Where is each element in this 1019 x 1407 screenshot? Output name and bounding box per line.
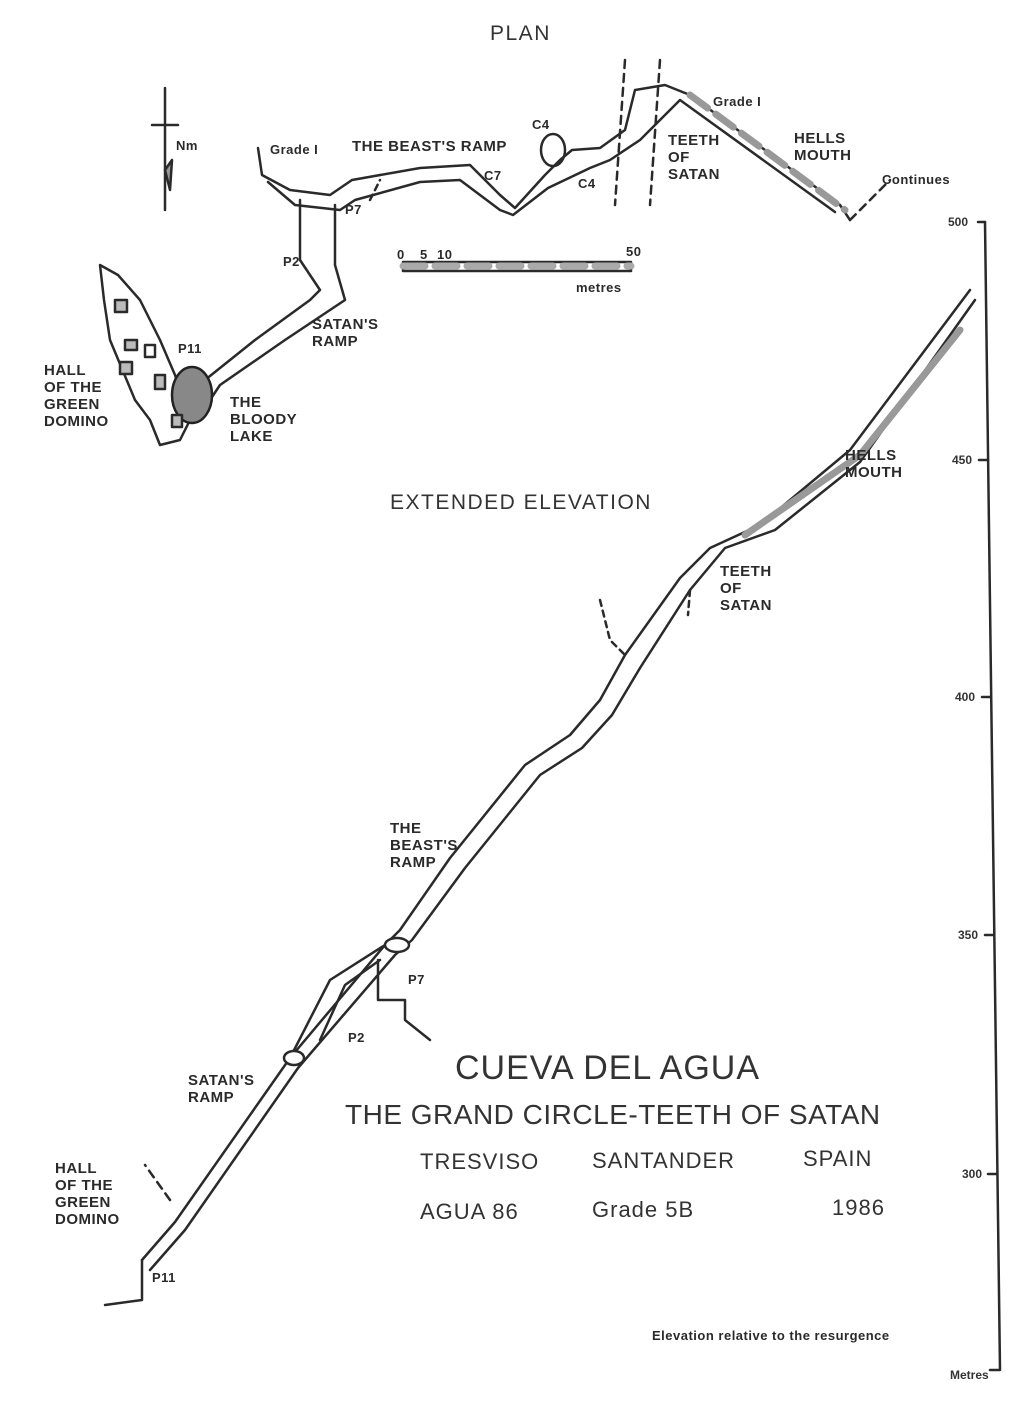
c4-shaft-icon	[539, 132, 567, 168]
label-p2-elev: P2	[348, 1030, 365, 1045]
grade: Grade 5B	[592, 1197, 695, 1222]
elevation-note: Elevation relative to the resurgence	[652, 1328, 890, 1343]
label-p7-elev: P7	[408, 972, 425, 987]
label-beasts-ramp-elev: THE BEAST'S RAMP	[390, 820, 458, 871]
label-hall-plan: HALL OF THE GREEN DOMINO	[44, 362, 109, 430]
label-p11-elev: P11	[152, 1270, 176, 1285]
label-teeth-plan: TEETH OF SATAN	[668, 132, 720, 183]
label-hells-mouth-plan: HELLS MOUTH	[794, 130, 852, 164]
plan-passages	[98, 58, 892, 447]
label-beasts-ramp-plan: THE BEAST'S RAMP	[352, 138, 507, 155]
scale-tick-50: 50	[626, 244, 642, 259]
label-c4-bottom: C4	[578, 176, 596, 191]
label-satans-ramp-plan: SATAN'S RAMP	[312, 316, 379, 350]
axis-tick-400: 400	[955, 690, 976, 704]
elevation-title: EXTENDED ELEVATION	[390, 491, 652, 514]
label-hells-mouth-elev: HELLS MOUTH	[845, 447, 903, 481]
plan-title: PLAN	[490, 22, 551, 45]
scale-tick-5: 5	[420, 247, 428, 262]
place: TRESVISO	[420, 1149, 540, 1174]
label-c7: C7	[484, 168, 502, 183]
scale-tick-10: 10	[437, 247, 453, 262]
label-bloody-lake: THE BLOODY LAKE	[230, 394, 298, 445]
country: SPAIN	[803, 1146, 873, 1171]
label-teeth-elev: TEETH OF SATAN	[720, 563, 772, 614]
label-p7-plan: P7	[345, 202, 362, 217]
elevation-passage	[103, 288, 977, 1307]
label-satans-ramp-elev: SATAN'S RAMP	[188, 1072, 255, 1106]
label-hall-elev: HALL OF THE GREEN DOMINO	[55, 1160, 120, 1228]
axis-tick-350: 350	[958, 928, 979, 942]
label-p2-plan: P2	[283, 254, 300, 269]
axis-tick-500: 500	[948, 215, 969, 229]
elevation-axis	[976, 220, 1002, 1372]
label-c4-top: C4	[532, 117, 550, 132]
axis-tick-300: 300	[962, 1167, 983, 1181]
region: SANTANDER	[592, 1148, 736, 1173]
axis-unit: Metres	[950, 1368, 989, 1382]
north-label: Nm	[176, 138, 198, 153]
scale-tick-0: 0	[397, 247, 405, 262]
axis-tick-450: 450	[952, 453, 973, 467]
bloody-lake-icon	[170, 365, 214, 425]
scale-bar	[399, 260, 635, 273]
cave-name: CUEVA DEL AGUA	[455, 1049, 760, 1087]
label-p11-plan: P11	[178, 341, 202, 356]
expedition: AGUA 86	[420, 1199, 519, 1224]
label-continues: Continues	[882, 172, 951, 187]
cave-subtitle: THE GRAND CIRCLE-TEETH OF SATAN	[345, 1099, 881, 1130]
label-grade1-left: Grade I	[270, 142, 319, 157]
scale-unit: metres	[576, 280, 622, 295]
year: 1986	[832, 1195, 885, 1220]
label-grade1-right: Grade I	[713, 94, 762, 109]
north-arrow-icon	[150, 86, 180, 212]
